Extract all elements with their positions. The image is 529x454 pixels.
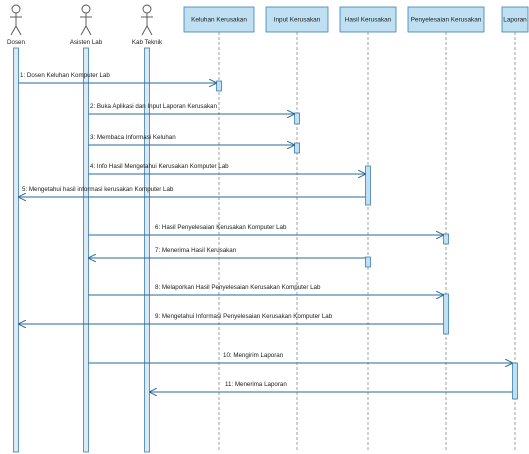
input-object-label: Input Kerusakan xyxy=(274,17,321,24)
dosen-actor-figure xyxy=(10,4,22,36)
laporan-object-label: Laporan xyxy=(503,17,527,24)
message-label: 4: Info Hasil Mengetahui Kerusakan Kompu… xyxy=(90,163,229,170)
keluhan-object-box xyxy=(183,6,255,33)
message-label: 8: Melaporkan Hasil Penyelesaian Kerusak… xyxy=(155,284,321,291)
asisten-actor-figure xyxy=(80,4,92,36)
hasil-object-box xyxy=(339,6,397,33)
input-object-box xyxy=(265,6,329,33)
message-9: 9: Mengetahui Informasi Penyelesaian Ker… xyxy=(19,313,444,324)
penyelesaian-activation-bar xyxy=(443,293,449,335)
laporan-activation-bar xyxy=(512,362,518,400)
dosen-actor-label: Dosen xyxy=(7,39,25,46)
message-1: 1: Dosen Keluhan Komputer Lab xyxy=(18,72,217,83)
message-6: 6: Hasil Penyelesaian Kerusakan Komputer… xyxy=(88,224,444,235)
message-label: 9: Mengetahui Informasi Penyelesaian Ker… xyxy=(155,313,333,320)
kabteknik-actor-figure xyxy=(141,4,153,36)
message-5: 5: Mengetahui hasil informasi kerusakan … xyxy=(19,186,366,197)
hasil-object-label: Hasil Kerusakan xyxy=(345,17,392,24)
message-3: 3: Membaca Informasi Keluhan xyxy=(88,134,295,145)
message-label: 7: Menerima Hasil Kerusakan xyxy=(155,247,237,254)
asisten-lifeline xyxy=(83,47,89,453)
message-label: 11: Menerima Laporan xyxy=(225,381,287,388)
penyelesaian-object-box xyxy=(407,6,485,33)
message-2: 2: Buka Aplikasi dan Input Laporan Kerus… xyxy=(88,103,295,114)
penyelesaian-object-label: Penyelesaian Kerusakan xyxy=(411,17,482,24)
input-activation-bar xyxy=(294,142,300,154)
asisten-actor-label: Asisten Lab xyxy=(70,39,103,46)
message-label: 5: Mengetahui hasil informasi kerusakan … xyxy=(22,186,174,193)
message-10: 10: Mengirim Laporan xyxy=(88,352,513,363)
laporan-object-box xyxy=(501,6,529,33)
message-label: 10: Mengirim Laporan xyxy=(223,352,284,359)
hasil-activation-bar xyxy=(365,256,371,268)
message-8: 8: Melaporkan Hasil Penyelesaian Kerusak… xyxy=(88,284,444,295)
kabteknik-lifeline xyxy=(144,47,150,453)
message-11: 11: Menerima Laporan xyxy=(150,381,513,392)
penyelesaian-activation-bar xyxy=(443,233,449,245)
dosen-lifeline xyxy=(13,47,19,453)
input-activation-bar xyxy=(294,112,300,125)
message-7: 7: Menerima Hasil Kerusakan xyxy=(89,247,366,258)
keluhan-object-label: Keluhan Kerusakan xyxy=(191,17,247,24)
keluhan-activation-bar xyxy=(216,80,222,92)
message-label: 6: Hasil Penyelesaian Kerusakan Komputer… xyxy=(155,224,287,231)
message-label: 2: Buka Aplikasi dan Input Laporan Kerus… xyxy=(90,103,217,110)
message-label: 3: Membaca Informasi Keluhan xyxy=(90,134,176,141)
hasil-activation-bar xyxy=(365,165,371,206)
message-label: 1: Dosen Keluhan Komputer Lab xyxy=(20,72,110,79)
message-4: 4: Info Hasil Mengetahui Kerusakan Kompu… xyxy=(88,163,366,174)
kabteknik-actor-label: Kab Teknik xyxy=(132,39,163,46)
